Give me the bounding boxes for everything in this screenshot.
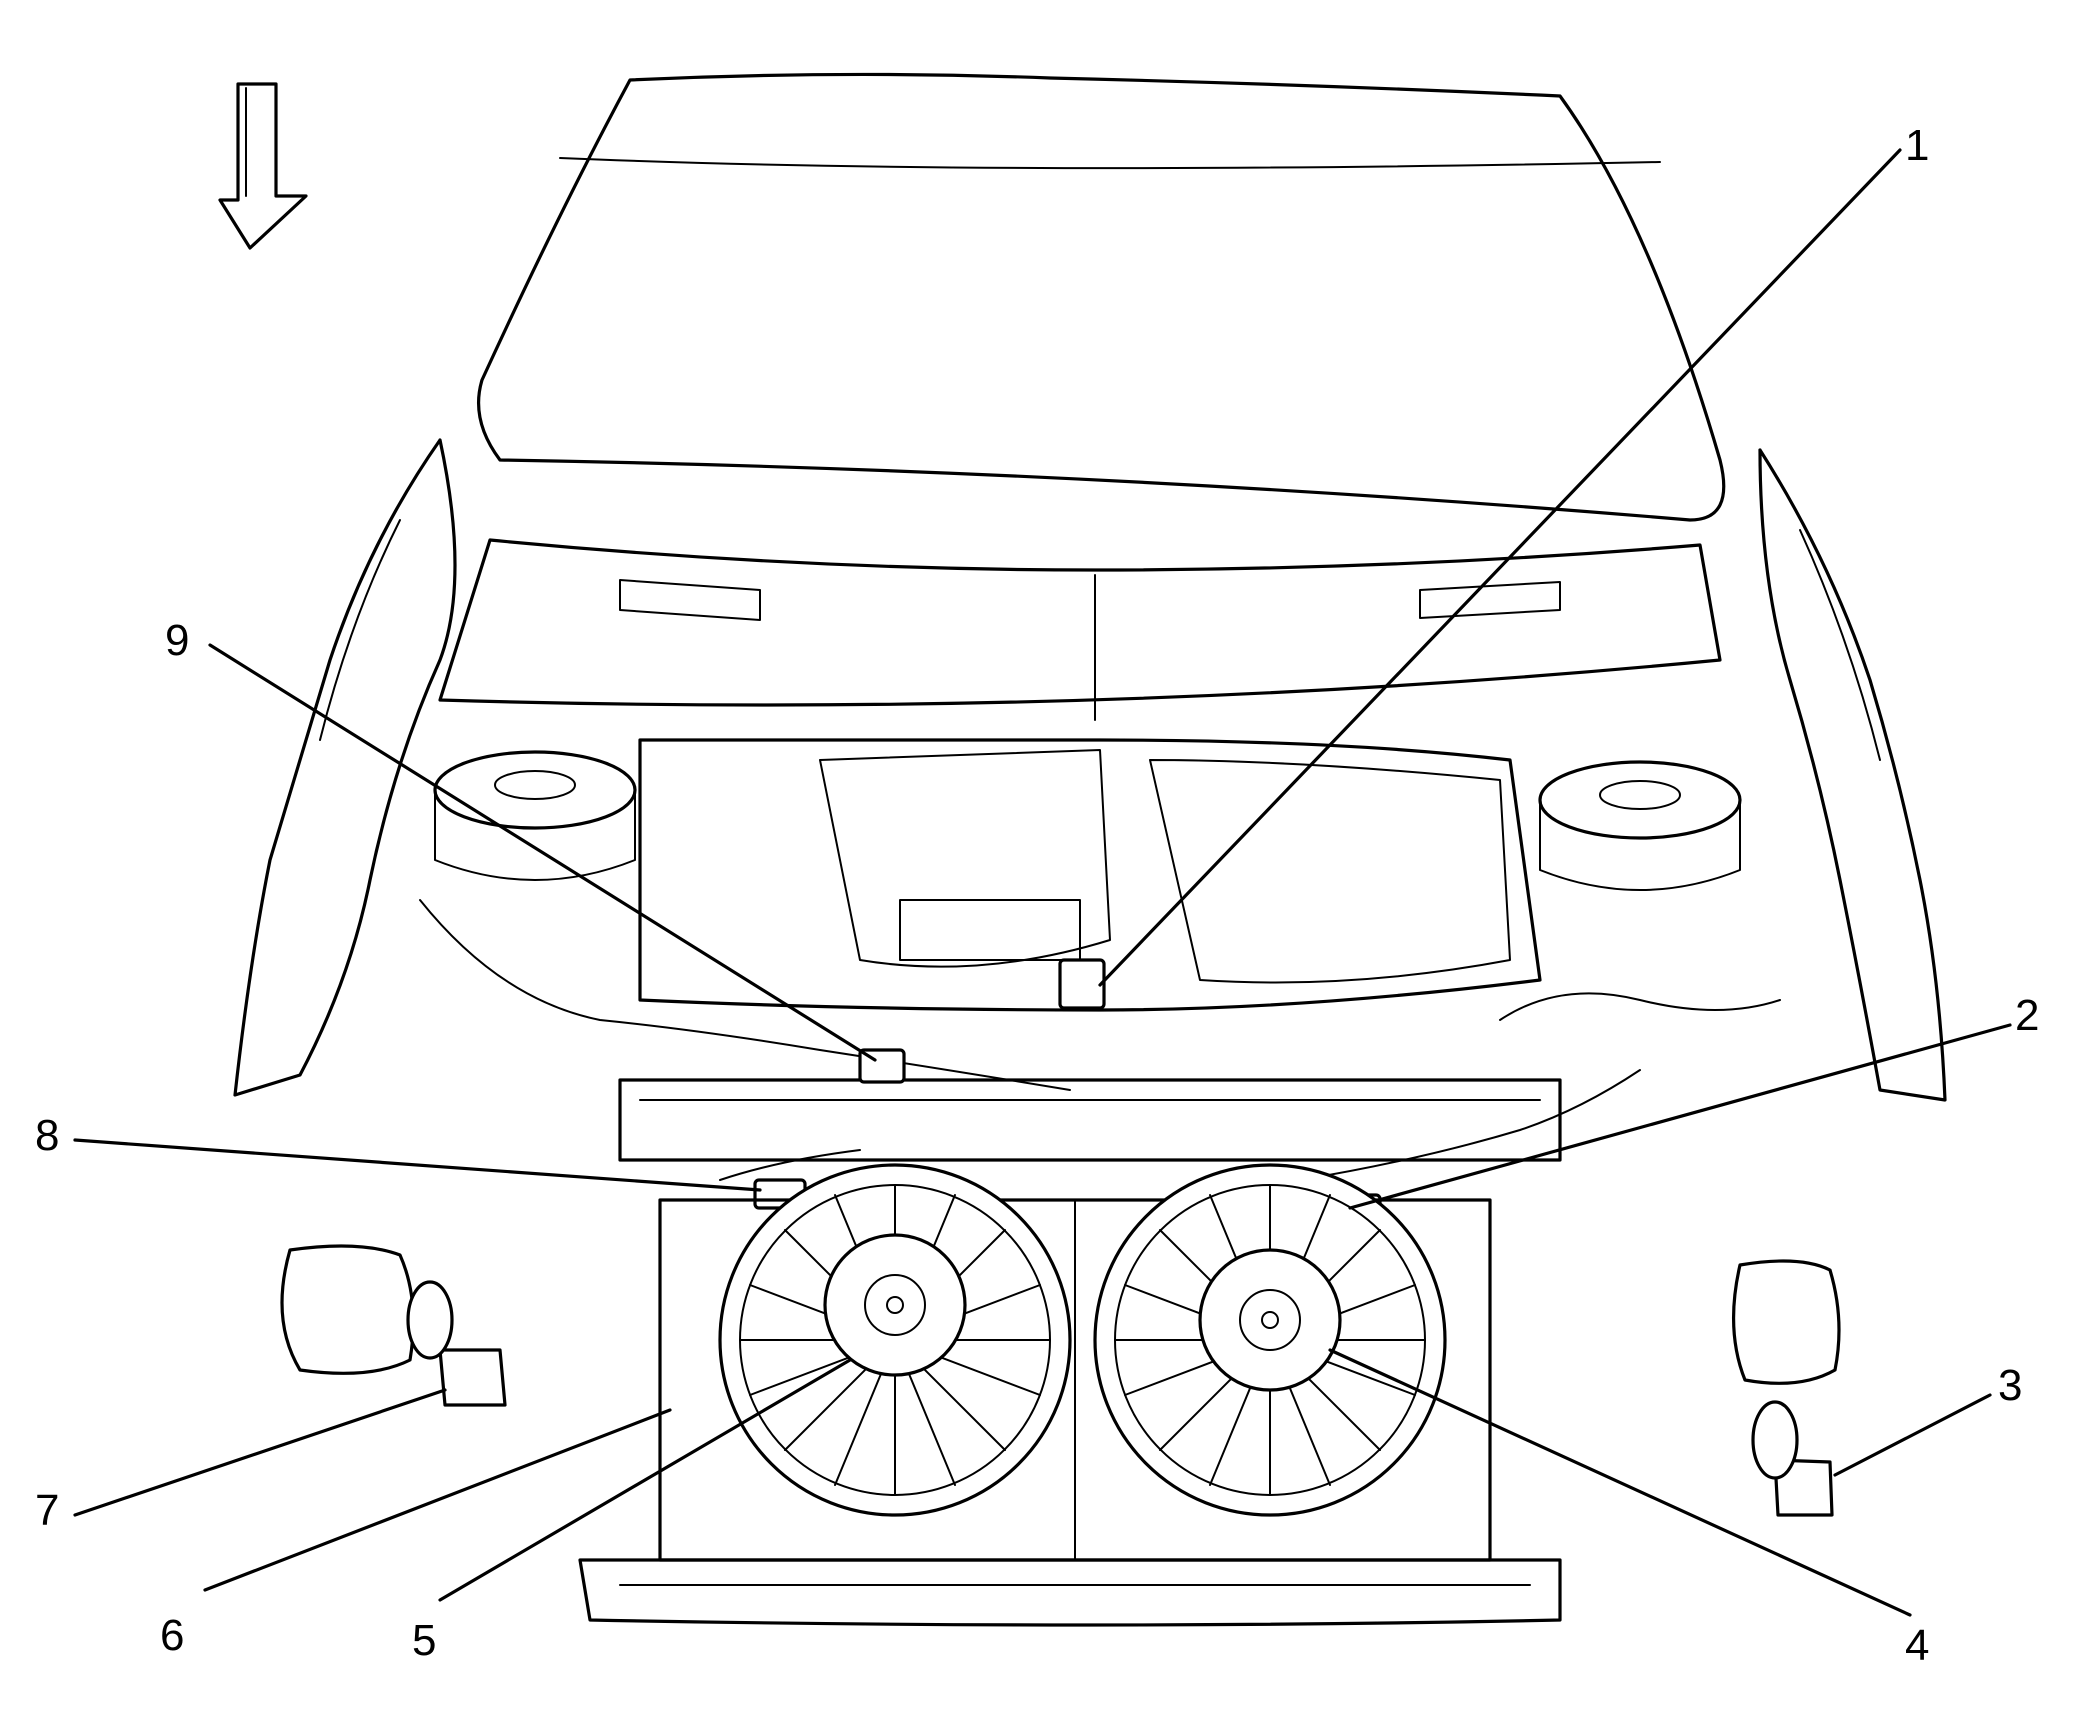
- callout-3: 3: [1998, 1361, 2022, 1410]
- cowl-panel: [438, 538, 1722, 721]
- callout-1: 1: [1905, 121, 1929, 170]
- right-horn: [1751, 1400, 1834, 1517]
- wiring-harness: [419, 899, 1781, 1181]
- view-direction-arrow-icon: [218, 82, 308, 250]
- radiator-support: [618, 1078, 1562, 1162]
- left-headlamp: [280, 1244, 415, 1375]
- connector-1: [1058, 958, 1106, 1010]
- leader-lines: [73, 148, 2012, 1617]
- left-strut-tower: [433, 750, 637, 881]
- left-horn: [406, 1280, 507, 1407]
- left-cooling-fan: [718, 1163, 1072, 1517]
- windshield: [476, 72, 1726, 522]
- callout-2: 2: [2015, 991, 2039, 1040]
- callout-7: 7: [35, 1486, 59, 1535]
- right-cooling-fan: [1093, 1163, 1447, 1517]
- left-fender: [233, 438, 457, 1097]
- callout-labels: 1 2 3 4 5 6 7 8 9: [35, 121, 2039, 1670]
- callout-5: 5: [412, 1616, 436, 1665]
- right-strut-tower: [1538, 760, 1742, 891]
- callout-4: 4: [1905, 1621, 1929, 1670]
- callout-9: 9: [165, 616, 189, 665]
- right-headlamp: [1731, 1259, 1841, 1385]
- lower-radiator-support: [578, 1558, 1562, 1627]
- callout-6: 6: [160, 1611, 184, 1660]
- callout-8: 8: [35, 1111, 59, 1160]
- right-fender: [1758, 448, 1947, 1102]
